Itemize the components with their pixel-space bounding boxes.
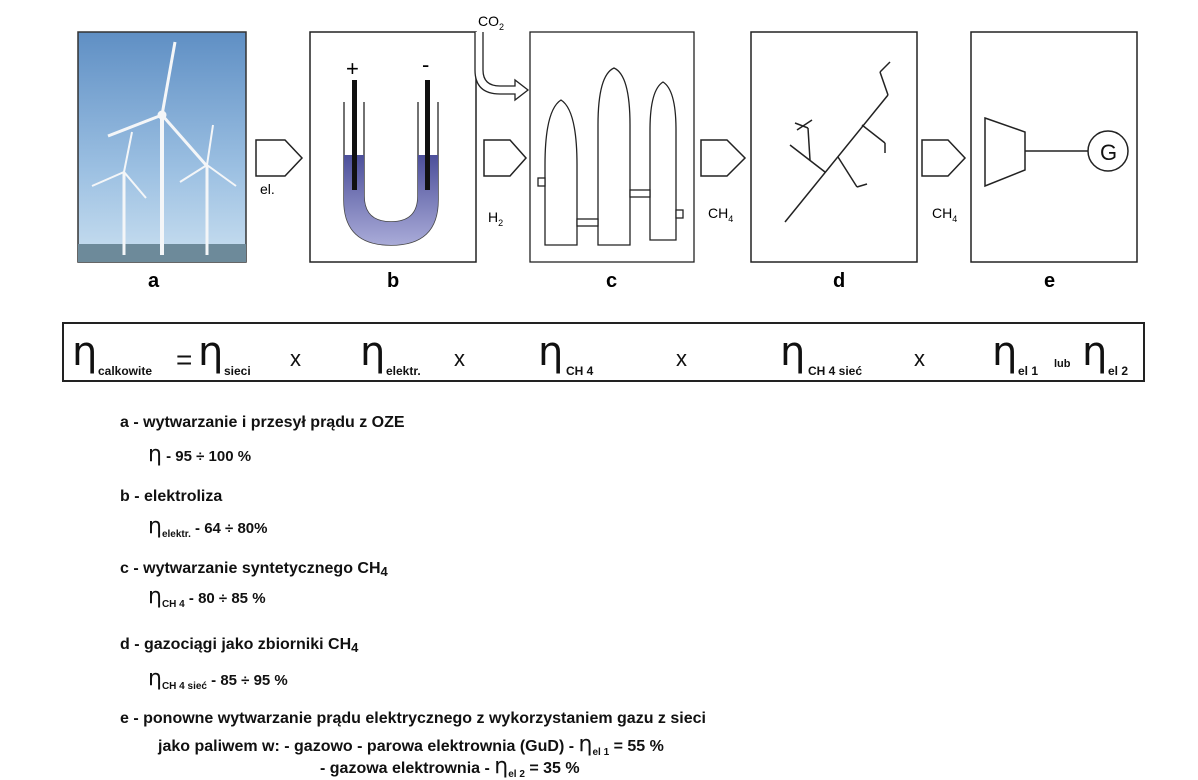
times-sign-2: x (454, 346, 465, 372)
stage-label-c: c (606, 270, 617, 292)
stage-label-d: d (833, 270, 845, 292)
eta-ch4net-subscript: CH 4 sieć (808, 364, 862, 378)
stage-c-methanation (530, 32, 694, 262)
legend-e-line3-row: - gazowa elektrownia - ηel 2 = 35 % (320, 754, 580, 780)
legend-b-subscript: elektr. (162, 529, 191, 540)
legend-b-title: b - elektroliza (120, 488, 222, 506)
legend-c-value: - 80 ÷ 85 % (189, 590, 266, 607)
legend-c-subscript: CH 4 (162, 599, 185, 610)
eta-elektr-symbol: η (360, 332, 385, 372)
eta-el2-subscript: el 2 (1108, 364, 1128, 378)
legend-d-subscript: CH 4 sieć (162, 681, 207, 692)
eta-ch4net-symbol: η (780, 332, 805, 372)
eta-ch4-subscript: CH 4 (566, 364, 593, 378)
stage-b-electrolysis: + - (310, 32, 476, 262)
flow-label-ch4-2: CH4 (932, 205, 957, 224)
legend-a-value-row: η - 95 ÷ 100 % (148, 442, 251, 467)
legend-c-title-row: c - wytwarzanie syntetycznego CH4 (120, 560, 388, 579)
eta-elektr-subscript: elektr. (386, 364, 421, 378)
flow-label-el: el. (260, 181, 275, 197)
flow-label-h2: H2 (488, 209, 503, 228)
times-sign-4: x (914, 346, 925, 372)
minus-sign: - (422, 52, 429, 77)
times-sign-3: x (676, 346, 687, 372)
stage-label-b: b (387, 270, 399, 292)
eta-grid-symbol: η (198, 332, 223, 372)
flow-arrow-ch4-2 (922, 140, 965, 176)
times-sign-1: x (290, 346, 301, 372)
plus-sign: + (346, 56, 359, 81)
eta-el1-legend-symbol: η (579, 732, 593, 757)
equals-sign: = (176, 344, 192, 376)
legend-c-title: c - wytwarzanie syntetycznego CH (120, 560, 381, 577)
legend-c-title-subscript: 4 (381, 564, 388, 579)
eta-el1-symbol: η (992, 332, 1017, 372)
flow-arrow-h2 (484, 140, 526, 176)
legend-d-value-row: ηCH 4 sieć - 85 ÷ 95 % (148, 666, 288, 692)
legend-e-line3-value: = 35 % (529, 760, 579, 777)
generator-label: G (1100, 140, 1117, 165)
eta-el1-subscript: el 1 (1018, 364, 1038, 378)
eta-total-subscript: calkowite (98, 364, 152, 378)
legend-e-line3-subscript: el 2 (508, 769, 525, 780)
legend-e-line1: e - ponowne wytwarzanie prądu elektryczn… (120, 710, 706, 728)
legend-e-line2: jako paliwem w: - gazowo - parowa elektr… (158, 738, 574, 755)
legend-d-title-row: d - gazociągi jako zbiorniki CH4 (120, 636, 358, 655)
legend-b-value: - 64 ÷ 80% (195, 520, 267, 537)
legend-e-line2-subscript: el 1 (592, 747, 609, 758)
flow-label-co2: CO2 (478, 13, 504, 32)
legend-e-line2-value: = 55 % (614, 738, 664, 755)
legend-d-title: d - gazociągi jako zbiorniki CH (120, 636, 351, 653)
eta-el2-symbol: η (1082, 332, 1107, 372)
flow-arrow-ch4-1 (701, 140, 745, 176)
legend-e-line3: - gazowa elektrownia - (320, 760, 490, 777)
eta-total-symbol: η (72, 332, 97, 372)
flow-label-ch4-1: CH4 (708, 205, 733, 224)
eta-a-symbol: η (148, 442, 162, 467)
stage-label-a: a (148, 270, 160, 292)
legend-d-title-subscript: 4 (351, 640, 358, 655)
legend-d-value: - 85 ÷ 95 % (211, 672, 288, 689)
eta-d-symbol: η (148, 666, 162, 691)
eta-ch4-symbol: η (538, 332, 563, 372)
legend-a-title: a - wytwarzanie i przesył prądu z OZE (120, 414, 405, 432)
legend-c-value-row: ηCH 4 - 80 ÷ 85 % (148, 584, 266, 610)
eta-c-symbol: η (148, 584, 162, 609)
stage-e-turbine-generator: G (971, 32, 1137, 262)
eta-grid-subscript: sieci (224, 364, 251, 378)
stage-label-e: e (1044, 270, 1055, 292)
legend-a-value: - 95 ÷ 100 % (166, 448, 251, 465)
eta-el2-legend-symbol: η (494, 754, 508, 779)
co2-arrow (475, 32, 528, 100)
efficiency-equation: η calkowite = η sieci x η elektr. x η CH… (62, 322, 1145, 382)
legend-b-value-row: ηelektr. - 64 ÷ 80% (148, 514, 267, 540)
lub-label: lub (1054, 358, 1071, 370)
flow-arrow-el (256, 140, 302, 176)
stage-d-pipeline-network (751, 32, 917, 262)
eta-b-symbol: η (148, 514, 162, 539)
stage-a-wind-photo (78, 32, 246, 262)
